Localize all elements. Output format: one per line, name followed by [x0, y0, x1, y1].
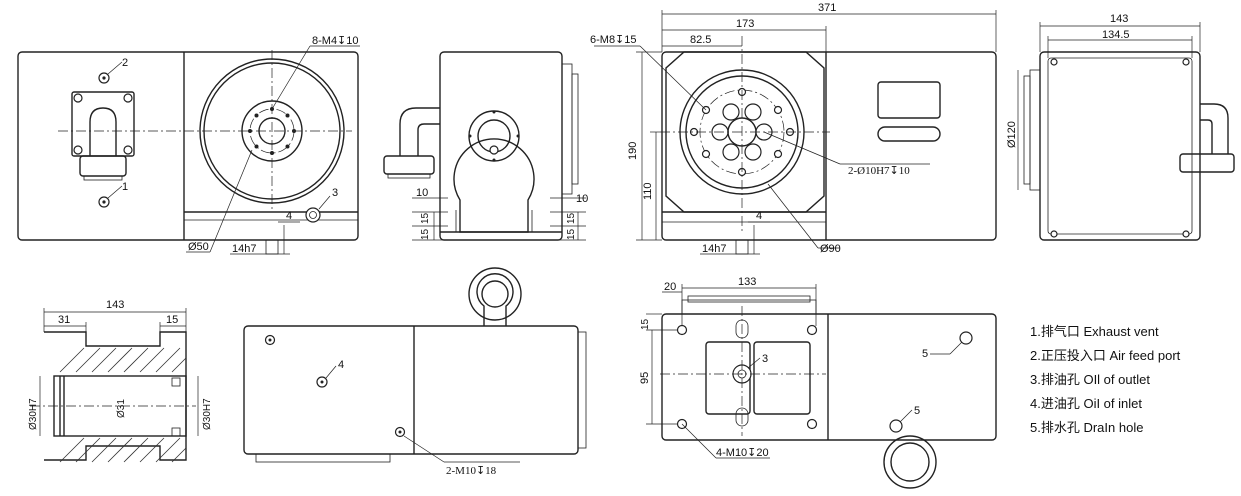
dim-4-front: 4: [286, 210, 292, 222]
dim-134-5: 134.5: [1102, 29, 1130, 41]
dim-4-top: 4: [756, 210, 762, 222]
dim-d90: Ø90: [820, 243, 841, 255]
dim-4-m10: 4-M10↧20: [716, 447, 769, 459]
top-view: [594, 10, 997, 255]
legend-item-1: 1.排气口 Exhaust vent: [1030, 324, 1159, 339]
dim-82-5: 82.5: [690, 34, 711, 46]
dim-b-20: 20: [664, 281, 676, 293]
dimension-labels: 8-M4↧10 Ø50 14h7 4 10 15 15 10 15 15 371…: [28, 2, 1130, 477]
dim-15-d: 15: [566, 228, 577, 240]
legend-item-5: 5.排水孔 DraIn hole: [1030, 420, 1143, 435]
dim-sec-143: 143: [106, 299, 124, 311]
bottom-plate-view: [646, 284, 997, 489]
legend-item-4: 4.进油孔 OiI of inlet: [1030, 396, 1142, 411]
callout-5-b: 5: [914, 405, 920, 417]
dim-sec-d30-left: Ø30H7: [28, 398, 39, 430]
callout-3-front: 3: [332, 187, 338, 199]
callout-1: 1: [122, 181, 128, 193]
dim-14h7-top: 14h7: [702, 243, 726, 255]
dim-d120: Ø120: [1006, 121, 1018, 148]
callout-4: 4: [338, 359, 344, 371]
dim-10-right: 10: [576, 193, 588, 205]
dim-sec-d30-right: Ø30H7: [202, 398, 213, 430]
callout-5-a: 5: [922, 348, 928, 360]
dim-371: 371: [818, 2, 836, 14]
dim-173: 173: [736, 18, 754, 30]
dim-6-m8: 6-M8↧15: [590, 34, 637, 46]
dim-110: 110: [642, 182, 654, 200]
dim-sec-15: 15: [166, 314, 178, 326]
callout-3-bottom: 3: [762, 353, 768, 365]
callout-2: 2: [122, 57, 128, 69]
dim-190: 190: [627, 142, 639, 160]
callout-labels: 2 1 3 4 3 5 5: [122, 57, 928, 417]
dim-15-b: 15: [420, 228, 431, 240]
dim-2-d10h7: 2-Ø10H7↧10: [848, 165, 910, 177]
end-view: [1017, 22, 1235, 241]
dim-b-95: 95: [639, 372, 651, 384]
bottom-body-view: [243, 267, 587, 463]
dim-2-m10: 2-M10↧18: [446, 465, 497, 477]
dim-8-m4: 8-M4↧10: [312, 35, 359, 47]
dim-15-a: 15: [420, 212, 431, 224]
dim-10-left: 10: [416, 187, 428, 199]
dim-sec-31: 31: [58, 314, 70, 326]
dim-d50: Ø50: [188, 241, 209, 253]
section-view: [30, 308, 199, 463]
front-view: [17, 45, 360, 255]
dim-143-side: 143: [1110, 13, 1128, 25]
dim-14h7-front: 14h7: [232, 243, 256, 255]
legend-item-2: 2.正压投入口 Air feed port: [1030, 348, 1181, 363]
dim-b-15: 15: [640, 318, 651, 330]
dim-sec-d31: Ø31: [116, 399, 127, 418]
legend: 1.排气口 Exhaust vent 2.正压投入口 Air feed port…: [1030, 324, 1181, 435]
legend-item-3: 3.排油孔 OIl of outlet: [1030, 372, 1150, 387]
dim-15-c: 15: [566, 212, 577, 224]
dim-b-133: 133: [738, 276, 756, 288]
side-view: [383, 51, 586, 241]
